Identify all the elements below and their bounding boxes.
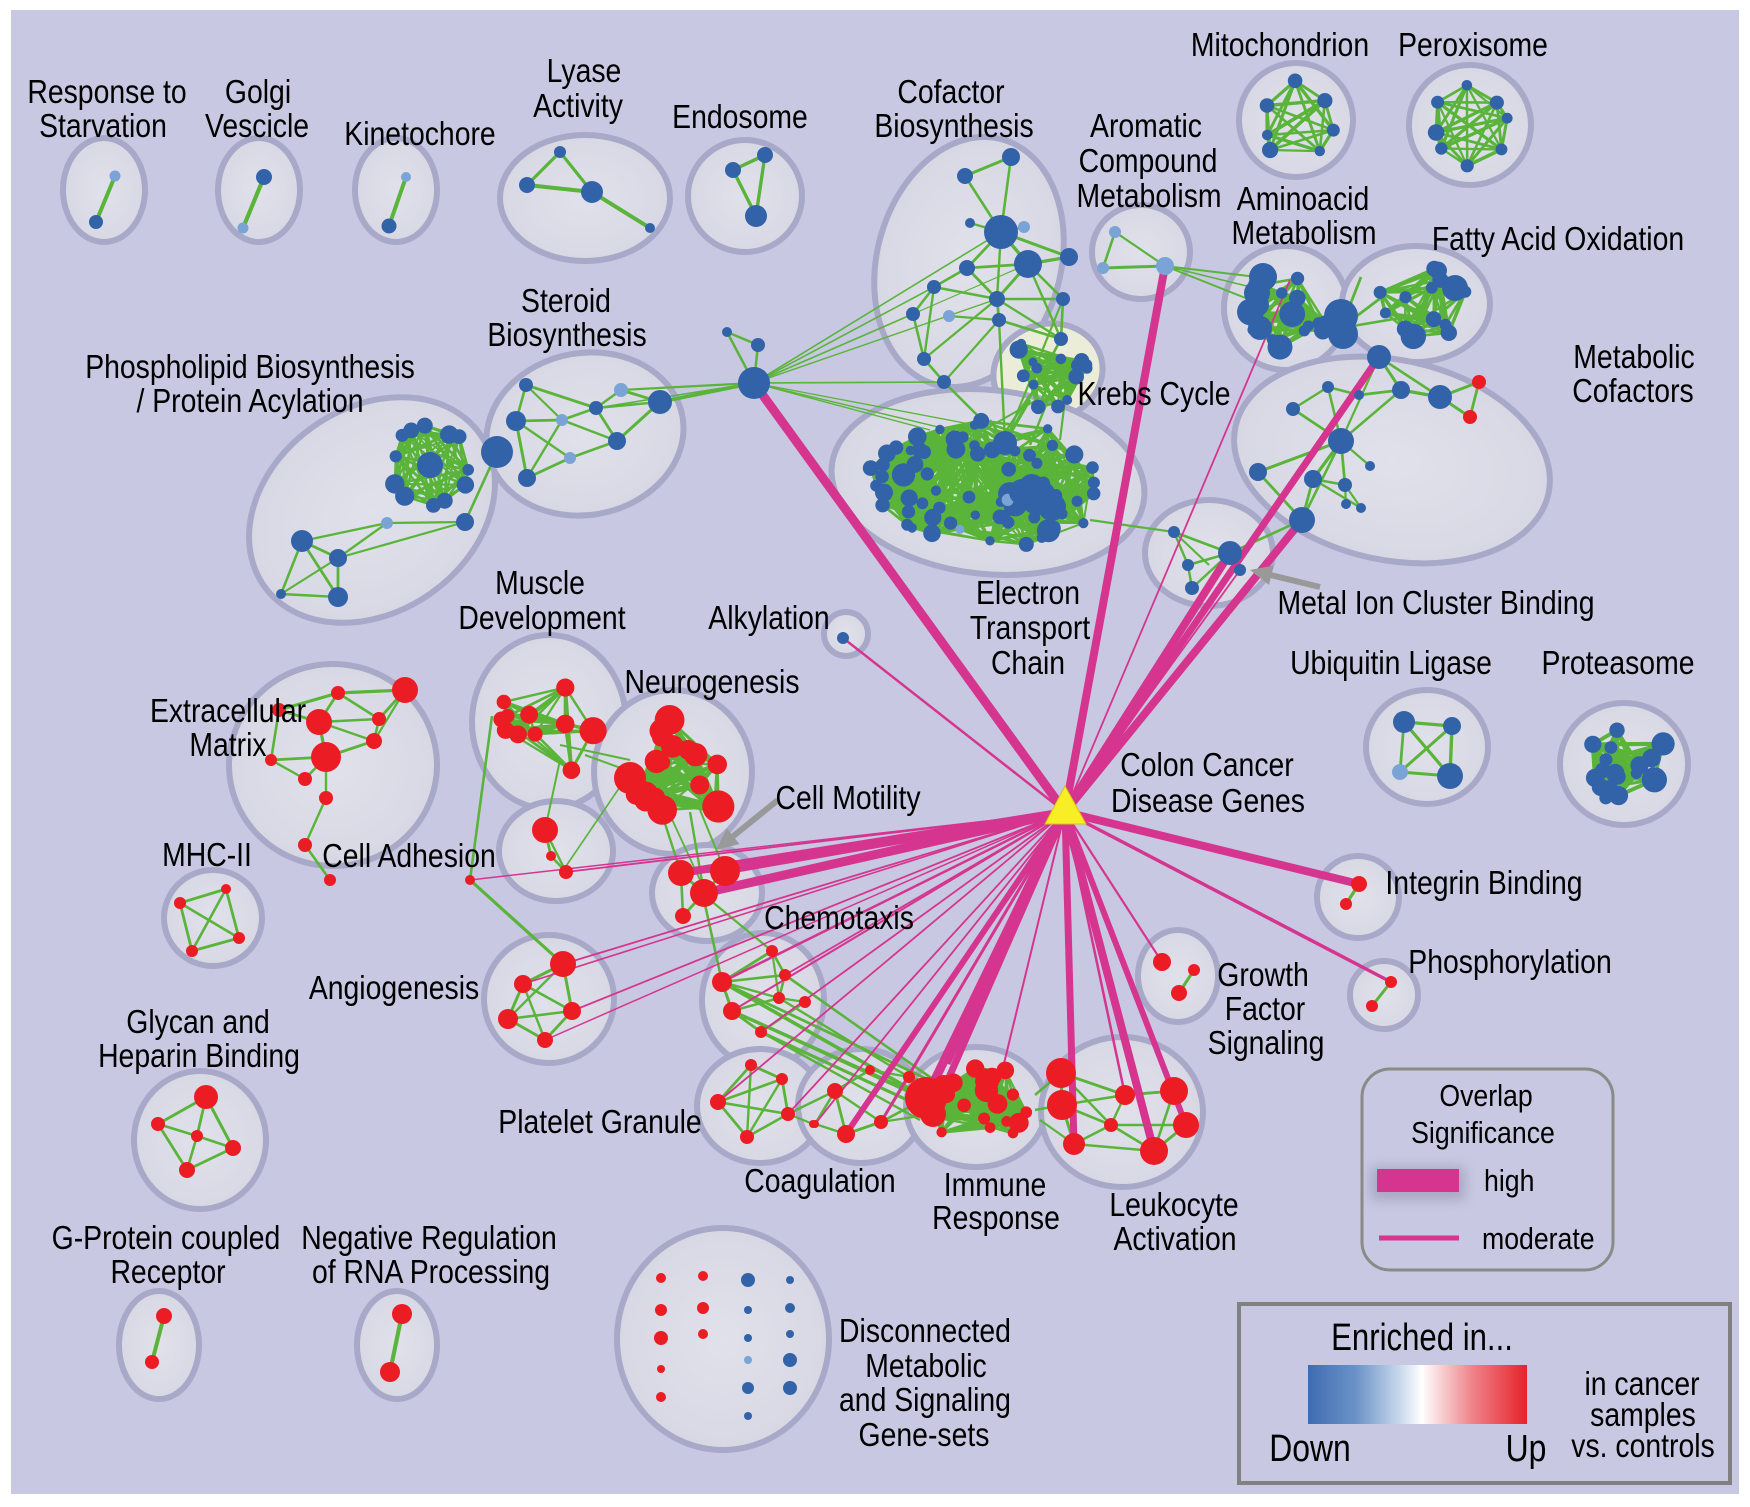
svg-text:Kinetochore: Kinetochore xyxy=(344,115,495,153)
svg-text:Phospholipid Biosynthesis: Phospholipid Biosynthesis xyxy=(85,348,415,386)
svg-text:Electron: Electron xyxy=(976,574,1080,612)
svg-text:Lyase: Lyase xyxy=(547,52,622,90)
svg-text:Signaling: Signaling xyxy=(1208,1024,1325,1062)
svg-text:Mitochondrion: Mitochondrion xyxy=(1191,26,1369,64)
svg-text:Steroid: Steroid xyxy=(521,282,611,320)
svg-text:Aromatic: Aromatic xyxy=(1090,107,1202,145)
svg-text:Immune: Immune xyxy=(944,1166,1046,1204)
svg-text:Development: Development xyxy=(458,599,626,637)
svg-text:Chain: Chain xyxy=(991,644,1065,682)
svg-text:Cofactors: Cofactors xyxy=(1572,372,1693,410)
svg-text:in cancer: in cancer xyxy=(1584,1365,1699,1403)
svg-text:Response to: Response to xyxy=(27,73,186,111)
svg-text:Extracellular: Extracellular xyxy=(150,692,306,730)
svg-text:Factor: Factor xyxy=(1225,990,1305,1028)
svg-text:Metabolic: Metabolic xyxy=(865,1347,986,1385)
svg-text:Biosynthesis: Biosynthesis xyxy=(487,316,646,354)
svg-text:Muscle: Muscle xyxy=(495,564,585,602)
svg-text:Cofactor: Cofactor xyxy=(897,73,1004,111)
svg-text:G-Protein coupled: G-Protein coupled xyxy=(52,1219,281,1257)
svg-text:Compound: Compound xyxy=(1079,142,1218,180)
svg-text:Chemotaxis: Chemotaxis xyxy=(764,899,914,937)
svg-text:Fatty Acid Oxidation: Fatty Acid Oxidation xyxy=(1432,220,1684,258)
svg-text:Down: Down xyxy=(1269,1427,1351,1469)
svg-text:Metabolic: Metabolic xyxy=(1573,338,1694,376)
svg-text:Endosome: Endosome xyxy=(672,98,808,136)
svg-text:Metal Ion Cluster Binding: Metal Ion Cluster Binding xyxy=(1278,584,1595,622)
svg-text:Golgi: Golgi xyxy=(225,73,291,111)
svg-text:Receptor: Receptor xyxy=(110,1253,225,1291)
svg-text:Proteasome: Proteasome xyxy=(1542,644,1695,682)
svg-text:Colon Cancer: Colon Cancer xyxy=(1120,746,1293,784)
svg-text:Integrin Binding: Integrin Binding xyxy=(1385,864,1582,902)
svg-text:Biosynthesis: Biosynthesis xyxy=(874,107,1033,145)
svg-text:Aminoacid: Aminoacid xyxy=(1237,180,1369,218)
svg-text:Starvation: Starvation xyxy=(39,107,167,145)
svg-text:Activity: Activity xyxy=(533,87,623,125)
svg-text:Significance: Significance xyxy=(1411,1116,1555,1150)
svg-text:Angiogenesis: Angiogenesis xyxy=(309,969,479,1007)
svg-text:Ubiquitin Ligase: Ubiquitin Ligase xyxy=(1290,644,1492,682)
svg-text:Peroxisome: Peroxisome xyxy=(1398,26,1548,64)
svg-text:Krebs Cycle: Krebs Cycle xyxy=(1078,375,1231,413)
svg-text:Heparin Binding: Heparin Binding xyxy=(98,1037,300,1075)
svg-text:Glycan and: Glycan and xyxy=(126,1003,270,1041)
svg-text:Growth: Growth xyxy=(1217,956,1308,994)
svg-text:Phosphorylation: Phosphorylation xyxy=(1408,943,1611,981)
svg-text:Neurogenesis: Neurogenesis xyxy=(624,663,799,701)
svg-text:Enriched in...: Enriched in... xyxy=(1331,1317,1513,1359)
svg-text:Leukocyte: Leukocyte xyxy=(1109,1186,1238,1224)
svg-text:/ Protein Acylation: / Protein Acylation xyxy=(136,382,363,420)
svg-text:high: high xyxy=(1484,1164,1534,1198)
svg-text:Coagulation: Coagulation xyxy=(744,1162,895,1200)
svg-text:Gene-sets: Gene-sets xyxy=(859,1416,990,1454)
svg-text:Metabolism: Metabolism xyxy=(1076,177,1221,215)
svg-text:Matrix: Matrix xyxy=(189,726,267,764)
svg-text:Overlap: Overlap xyxy=(1439,1079,1532,1113)
svg-text:Alkylation: Alkylation xyxy=(708,599,829,637)
svg-text:Platelet Granule: Platelet Granule xyxy=(498,1103,701,1141)
svg-text:Cell Motility: Cell Motility xyxy=(775,779,921,817)
svg-text:and Signaling: and Signaling xyxy=(839,1381,1011,1419)
svg-text:Up: Up xyxy=(1506,1427,1547,1469)
svg-text:Vescicle: Vescicle xyxy=(205,107,309,145)
svg-text:moderate: moderate xyxy=(1482,1222,1595,1256)
svg-text:Cell Adhesion: Cell Adhesion xyxy=(322,837,495,875)
svg-text:MHC-II: MHC-II xyxy=(162,836,252,874)
svg-text:Negative Regulation: Negative Regulation xyxy=(301,1219,557,1257)
svg-text:Metabolism: Metabolism xyxy=(1231,214,1376,252)
svg-text:Activation: Activation xyxy=(1113,1220,1236,1258)
svg-text:vs. controls: vs. controls xyxy=(1571,1427,1714,1465)
svg-text:Disconnected: Disconnected xyxy=(839,1312,1011,1350)
svg-text:of RNA Processing: of RNA Processing xyxy=(312,1253,550,1291)
svg-text:Response: Response xyxy=(932,1199,1060,1237)
svg-text:Transport: Transport xyxy=(970,609,1091,647)
svg-text:samples: samples xyxy=(1590,1396,1696,1434)
svg-text:Disease Genes: Disease Genes xyxy=(1111,782,1305,820)
